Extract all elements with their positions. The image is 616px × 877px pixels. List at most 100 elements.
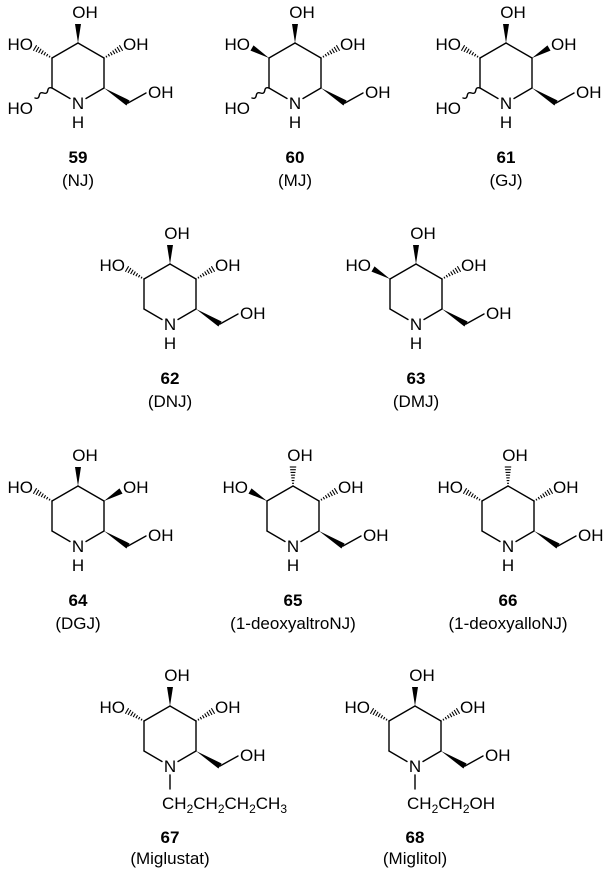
formula-part: CH — [256, 794, 281, 813]
ch2oh-wedge-bond — [534, 531, 560, 549]
ring-bond — [389, 263, 417, 280]
ring-bond — [77, 485, 105, 502]
subscript: 3 — [280, 802, 287, 816]
hash-line — [473, 53, 477, 57]
hash-line — [137, 274, 141, 278]
anomeric-hydroxyl-label: HO — [225, 99, 251, 118]
ch2oh-bond — [465, 313, 485, 325]
ch2oh-hydroxyl-label: OH — [148, 526, 174, 545]
right-hydroxyl-label: OH — [553, 478, 579, 497]
ring-bond — [177, 750, 197, 763]
hash-line — [454, 267, 459, 274]
right-oh-bond — [535, 487, 554, 501]
left-oh-bond — [462, 487, 481, 501]
compound-name: (GJ) — [489, 171, 522, 190]
hash-line — [135, 714, 139, 719]
hash-line — [208, 709, 213, 716]
right-oh-bond — [320, 487, 339, 501]
ring-bond — [513, 87, 533, 100]
hash-line — [382, 716, 386, 720]
hash-line — [380, 714, 384, 719]
ch2oh-hydroxyl-label: OH — [240, 304, 266, 323]
ch2oh-hydroxyl-label: OH — [485, 746, 511, 765]
ring-bond — [143, 263, 171, 280]
hash-line — [455, 707, 461, 715]
right-oh-bond — [197, 707, 216, 721]
nh-hydrogen-label: H — [164, 334, 176, 353]
formula-part: OH — [470, 794, 496, 813]
hash-line — [210, 265, 216, 273]
hash-line — [333, 46, 338, 53]
top-oh-bond — [167, 687, 173, 706]
ch2oh-bond — [557, 535, 577, 547]
hash-line — [372, 709, 377, 716]
hash-line — [43, 51, 47, 56]
ring-nitrogen-label: N — [502, 537, 514, 556]
ring-bond — [515, 530, 535, 543]
ring-bond — [481, 485, 509, 502]
hash-line — [43, 494, 47, 499]
top-oh-bond — [503, 24, 509, 43]
hash-line — [471, 51, 475, 56]
left-hydroxyl-label: HO — [225, 35, 251, 54]
hash-line — [462, 487, 468, 495]
hash-line — [132, 271, 136, 276]
hash-line — [45, 53, 49, 57]
nh-hydrogen-label: H — [502, 556, 514, 575]
top-hydroxyl-label: OH — [289, 3, 315, 22]
hash-line — [124, 265, 130, 273]
hash-line — [450, 271, 454, 276]
left-oh-bond — [124, 707, 143, 721]
ch2oh-wedge-bond — [442, 309, 468, 327]
right-hydroxyl-label: OH — [215, 698, 241, 717]
hash-line — [466, 48, 470, 54]
top-hydroxyl-label: OH — [164, 224, 190, 243]
ring-bond — [51, 530, 71, 543]
nh-hydrogen-label: H — [72, 556, 84, 575]
right-oh-bond — [105, 44, 124, 58]
hash-line — [548, 487, 554, 495]
right-hydroxyl-label: OH — [123, 35, 149, 54]
right-hydroxyl-label: OH — [215, 256, 241, 275]
subscript: 2 — [218, 802, 225, 816]
ch2oh-bond — [342, 535, 362, 547]
top-oh-bond — [504, 466, 512, 484]
ch2oh-hydroxyl-label: OH — [363, 526, 389, 545]
hash-line — [324, 494, 328, 499]
hash-line — [199, 716, 203, 720]
top-oh-bond — [75, 467, 81, 486]
ch2oh-hydroxyl-label: OH — [578, 526, 604, 545]
hash-line — [116, 46, 121, 53]
hash-line — [463, 46, 468, 53]
top-hydroxyl-label: OH — [410, 224, 436, 243]
hash-line — [38, 48, 42, 54]
nh-hydrogen-label: H — [410, 334, 422, 353]
top-oh-bond — [413, 245, 419, 264]
nh-hydrogen-label: H — [72, 113, 84, 132]
hash-line — [460, 44, 466, 52]
compound-name: (1-deoxyalloNJ) — [448, 614, 567, 633]
hash-line — [197, 718, 200, 721]
right-oh-bond — [104, 488, 123, 501]
top-hydroxyl-label: OH — [164, 666, 190, 685]
ch2oh-bond — [555, 92, 575, 104]
ch2oh-wedge-bond — [196, 751, 222, 769]
ring-nitrogen-label: N — [287, 537, 299, 556]
ch2oh-wedge-bond — [321, 88, 347, 106]
hash-line — [449, 713, 453, 718]
hash-line — [326, 51, 330, 56]
ring-bond — [302, 87, 322, 100]
ring-bond — [51, 87, 71, 100]
ring-bond — [177, 308, 197, 321]
compound-number: 65 — [284, 591, 303, 610]
left-hydroxyl-label: HO — [8, 35, 34, 54]
hash-line — [335, 44, 341, 52]
right-hydroxyl-label: OH — [338, 478, 364, 497]
right-oh-bond — [442, 707, 461, 721]
formula-part: CH — [438, 794, 463, 813]
